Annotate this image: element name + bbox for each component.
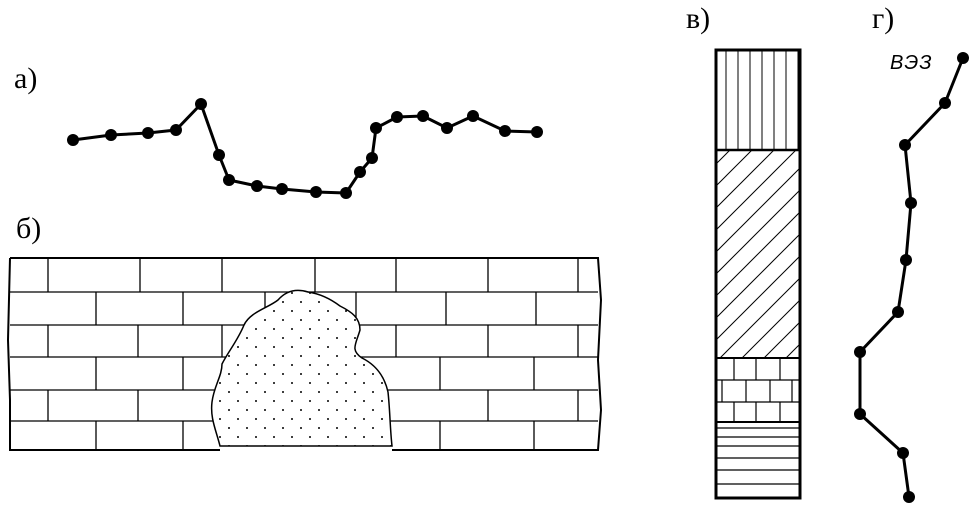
ves-point [892, 306, 904, 318]
profile-point [251, 180, 263, 192]
ves-point [905, 197, 917, 209]
profile-point [195, 98, 207, 110]
ves-point [897, 447, 909, 459]
label-v: в) [686, 2, 710, 35]
ves-label: ВЭЗ [890, 52, 933, 74]
profile-point [366, 152, 378, 164]
profile-point [223, 174, 235, 186]
profile-curve-a [67, 98, 543, 199]
sand-pocket-dots [210, 289, 393, 447]
profile-point [67, 134, 79, 146]
column-frame [714, 48, 802, 500]
label-a: а) [14, 62, 37, 95]
ves-point [854, 408, 866, 420]
column-layer-diagonal [716, 150, 800, 358]
column-layer-brick [716, 358, 800, 422]
section-b [6, 257, 603, 451]
ves-point [939, 97, 951, 109]
label-b: б) [16, 212, 41, 245]
profile-points [67, 98, 543, 199]
profile-point [213, 149, 225, 161]
profile-point [531, 126, 543, 138]
profile-point [276, 183, 288, 195]
ves-point [854, 346, 866, 358]
profile-point [441, 122, 453, 134]
ves-point [899, 139, 911, 151]
profile-point [391, 111, 403, 123]
strat-column-v [714, 48, 802, 500]
profile-point [340, 187, 352, 199]
column-layer-horizontal [716, 427, 800, 485]
profile-point [105, 129, 117, 141]
profile-point [467, 110, 479, 122]
profile-point [370, 122, 382, 134]
label-g: г) [872, 2, 894, 35]
ves-point [900, 254, 912, 266]
column-layer-vertical [716, 50, 800, 150]
section-outline [6, 257, 603, 451]
ves-curve-g [854, 52, 969, 503]
profile-point [142, 127, 154, 139]
profile-point [417, 110, 429, 122]
profile-point [170, 124, 182, 136]
profile-point [499, 125, 511, 137]
profile-point [310, 186, 322, 198]
ves-point [903, 491, 915, 503]
ves-line [858, 57, 965, 498]
ves-point [957, 52, 969, 64]
profile-point [354, 166, 366, 178]
